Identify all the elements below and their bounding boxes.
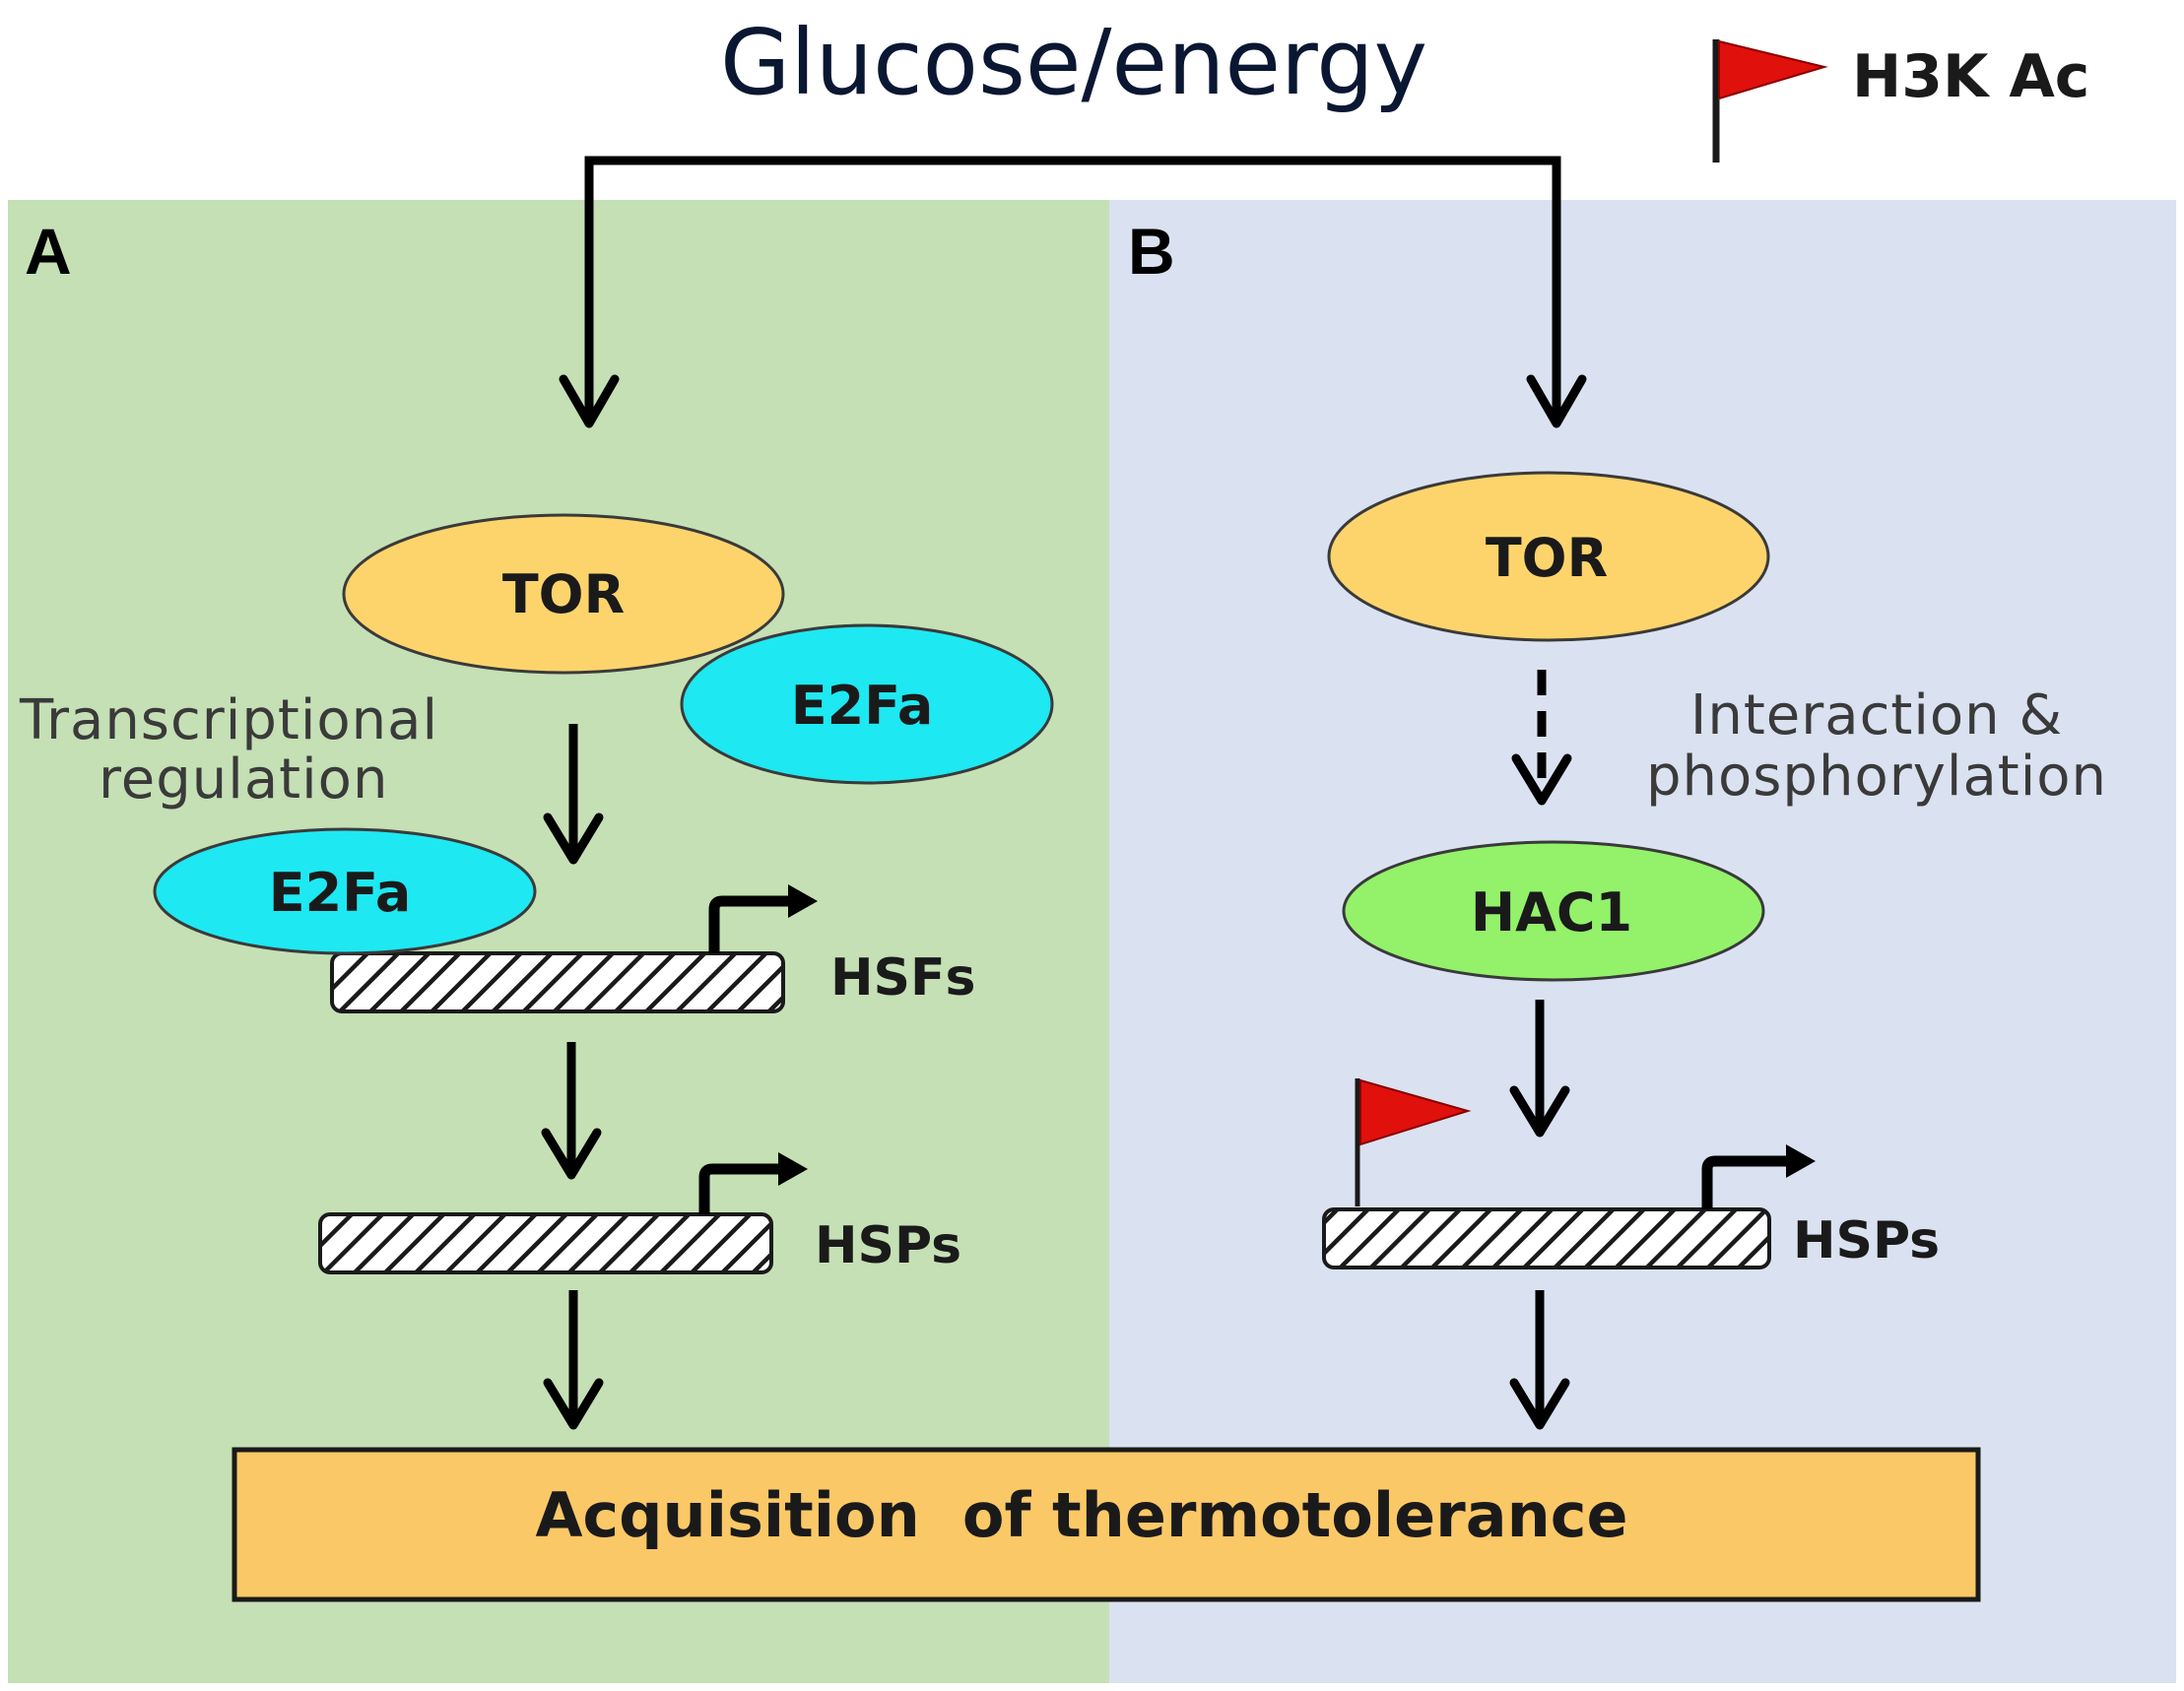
arrow-to-tor-a [559,374,620,428]
interaction-phosphorylation-line1: Interaction & [1690,683,2063,748]
tor-node-a [342,513,785,675]
hsps-gene-bar-b [1322,1207,1771,1269]
hsfs-promoter-arrow-icon [708,884,818,953]
hsps-label-a: HSPs [815,1216,961,1275]
interaction-phosphorylation-line2: phosphorylation [1646,745,2107,809]
h3k-ac-flag-icon [1355,1078,1472,1206]
top-bracket [559,156,1587,428]
legend-flag-icon [1718,39,1828,100]
e2fa-label-lower: E2Fa [269,862,412,924]
outcome-label: Acquisition of thermotolerance [535,1479,1627,1551]
hsps-promoter-arrow-icon-a [698,1152,808,1214]
tor-label-b: TOR [1486,527,1608,589]
hsfs-label: HSFs [830,948,975,1008]
arrow-to-tor-b [1526,374,1587,428]
transcriptional-regulation-line2: regulation [99,748,388,812]
e2fa-label-upper: E2Fa [791,675,934,737]
panel-b: TOR Interaction & phosphorylation HAC1 H… [1322,471,2107,1430]
outcome-box [232,1447,1981,1602]
hsps-label-b: HSPs [1793,1211,1940,1270]
hsps-gene-bar-a [318,1212,773,1274]
transcriptional-regulation-line1: Transcriptional [19,688,438,752]
title: Glucose/energy [720,10,1427,115]
panel-a-background [8,200,1109,1683]
legend-label: H3K Ac [1852,42,2089,111]
panel-a: TOR E2Fa Transcriptional regulation E2Fa… [19,513,1054,1430]
tor-node-b [1327,471,1770,642]
panel-a-label: A [25,215,72,288]
hsps-promoter-arrow-icon-b [1701,1144,1816,1209]
hac1-node [1342,840,1765,982]
e2fa-node-lower [153,827,537,955]
legend: H3K Ac [1712,39,2089,163]
hsfs-gene-bar [330,951,785,1013]
panel-b-label: B [1128,215,1175,288]
hac1-label: HAC1 [1471,881,1632,943]
tor-label-a: TOR [502,563,625,625]
e2fa-node-upper [680,623,1054,785]
